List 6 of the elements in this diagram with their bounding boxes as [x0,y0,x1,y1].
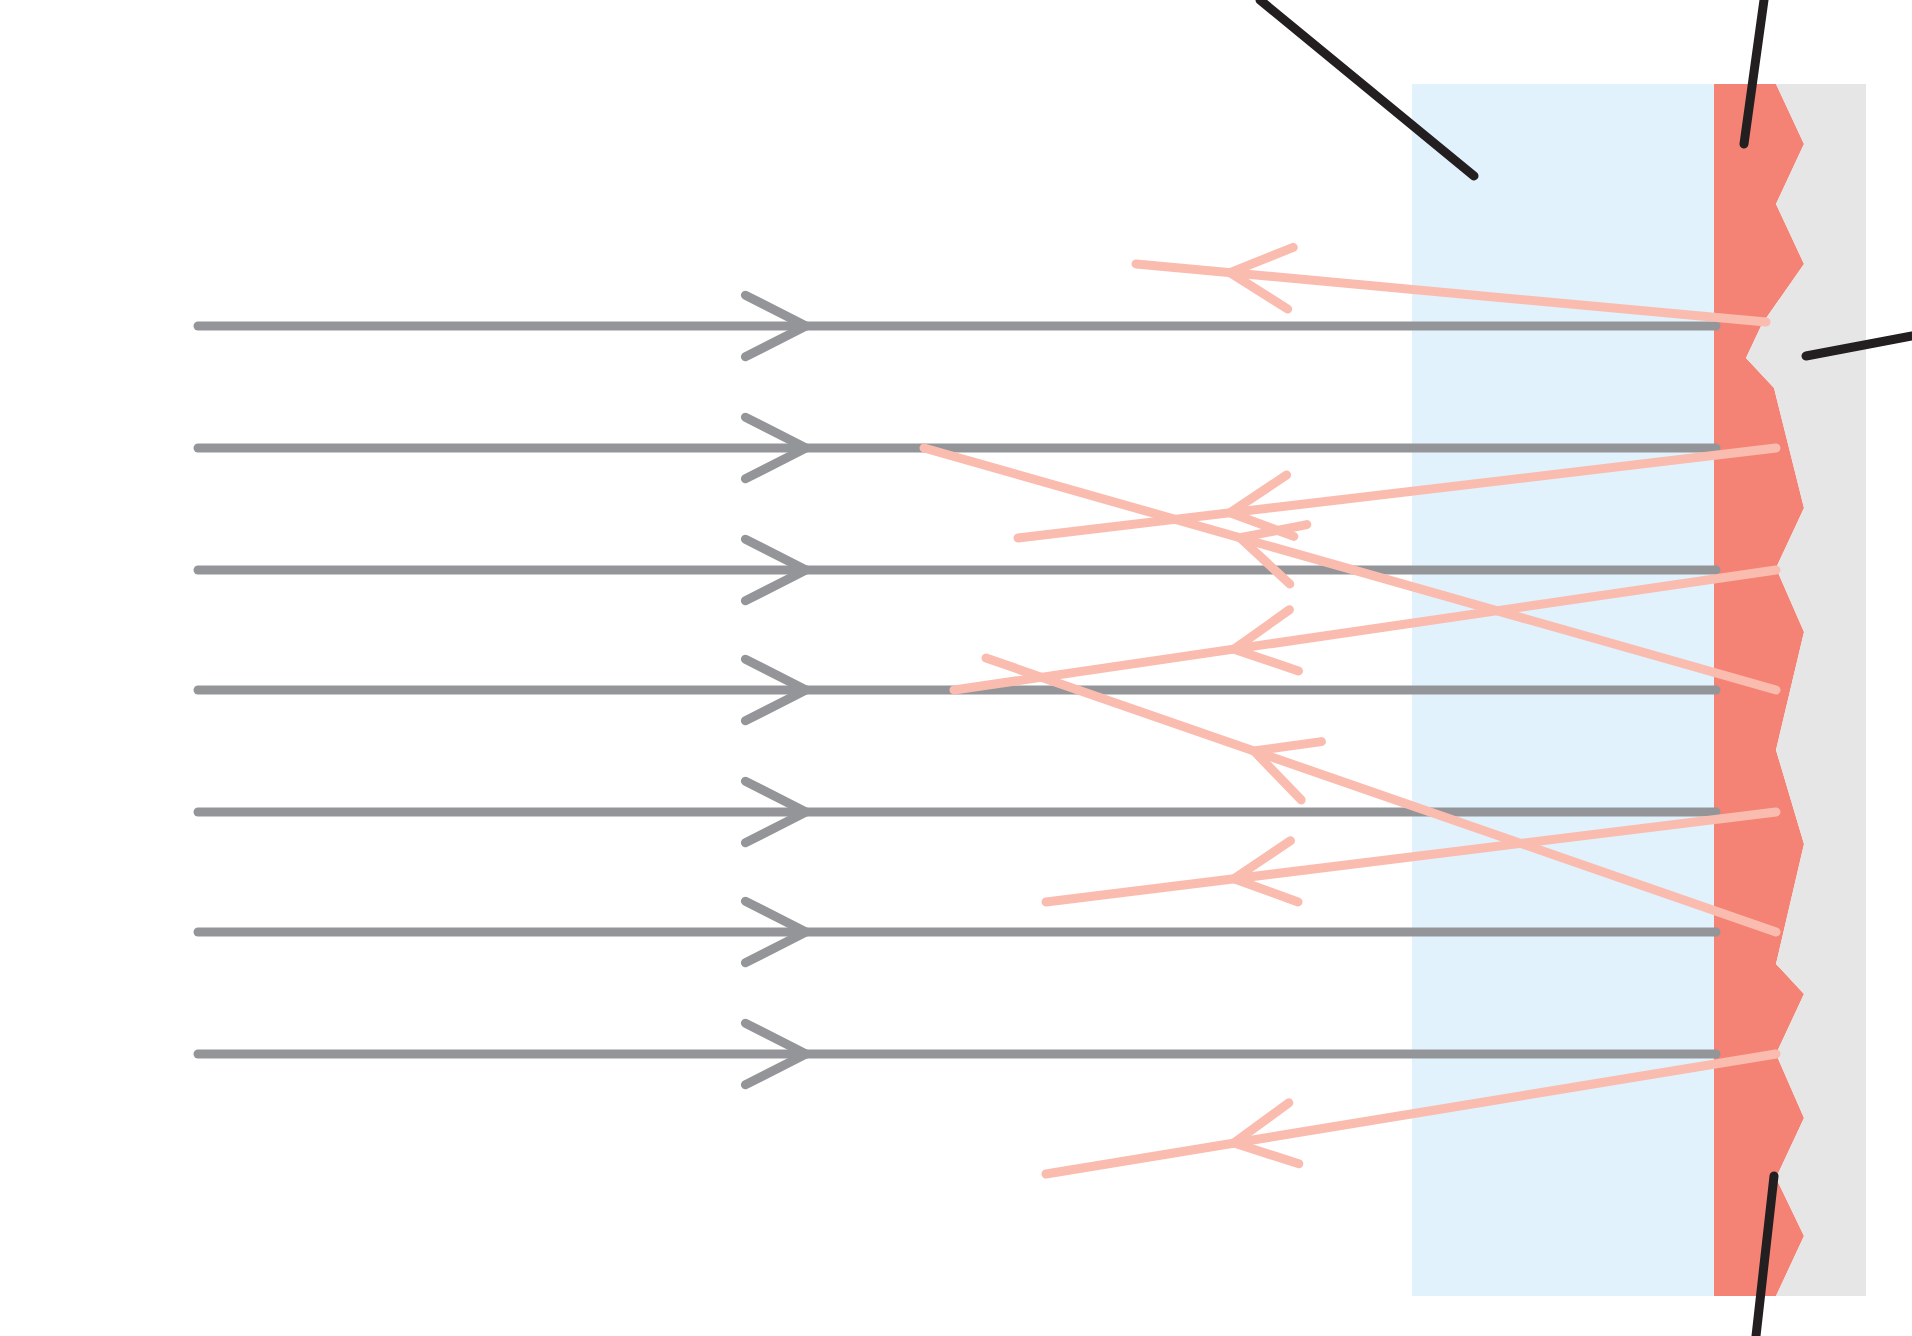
leader-line [1751,1171,1779,1336]
rough-layer [1714,84,1804,1296]
leader-line [1801,331,1912,361]
leader-line [1739,0,1769,149]
leader-line [1255,0,1479,181]
substrate-layer [1746,84,1866,1296]
